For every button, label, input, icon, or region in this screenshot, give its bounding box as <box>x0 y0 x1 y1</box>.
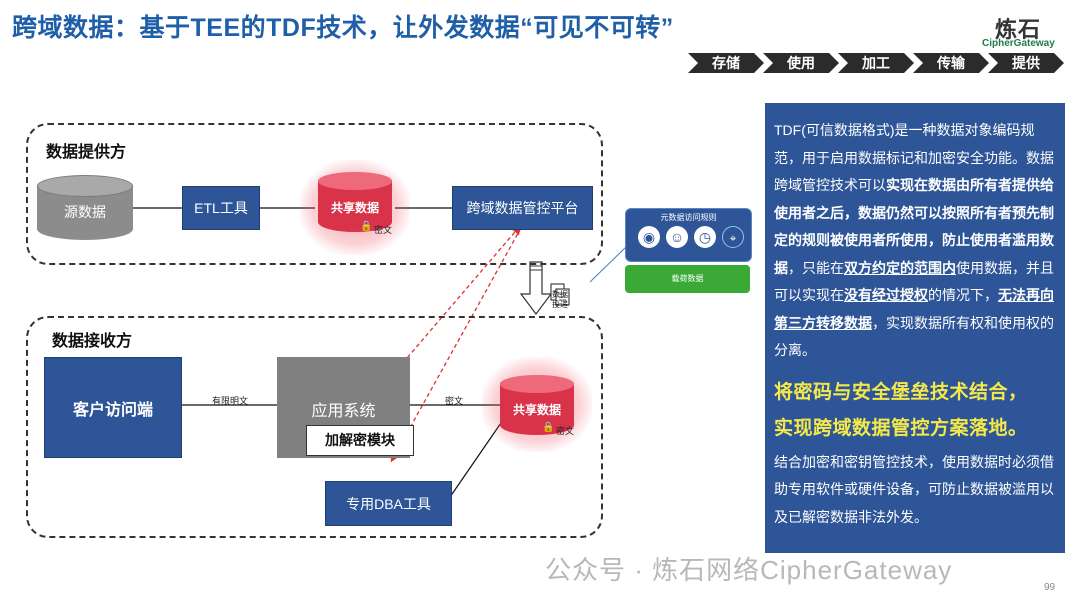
red-arrow-platform-dba <box>390 227 522 463</box>
clock-icon: ◷ <box>694 226 716 248</box>
provider-cipher-label: 密文 <box>374 225 393 235</box>
platform-box: 跨域数据管控平台 <box>452 186 593 230</box>
receiver-title: 数据接收方 <box>52 333 133 350</box>
info-panel: TDF(可信数据格式)是一种数据对象编码规范，用于启用数据标记和加密安全功能。数… <box>765 103 1065 553</box>
page-number: 99 <box>1044 582 1056 593</box>
receiver-shared-label: 共享数据 <box>512 403 561 417</box>
line-to-rules <box>589 246 627 283</box>
transfer-label-2: 投递 <box>552 300 568 309</box>
step-process: 加工 <box>838 53 914 73</box>
lock-icon: 🔒 <box>542 422 555 433</box>
step-storage: 存储 <box>688 53 764 73</box>
step-transfer: 传输 <box>913 53 989 73</box>
etl-tool-box: ETL工具 <box>182 186 260 230</box>
info-highlight: 将密码与安全堡垒技术结合， 实现跨域数据管控方案落地。 <box>774 375 1056 447</box>
transfer-label-1: 数据 <box>552 290 568 299</box>
crypto-module-box: 加解密模块 <box>306 425 414 456</box>
info-paragraph-1: TDF(可信数据格式)是一种数据对象编码规范，用于启用数据标记和加密安全功能。数… <box>774 122 1054 358</box>
provider-shared-label: 共享数据 <box>330 201 379 215</box>
face-scan-icon: ☺ <box>666 226 688 248</box>
location-icon: ⌖ <box>722 226 744 248</box>
logo-subtitle: CipherGateway <box>982 38 1055 49</box>
page-title: 跨域数据：基于TEE的TDF技术，让外发数据“可见不可转” <box>12 14 674 42</box>
app-system-label: 应用系统 <box>311 403 376 420</box>
lock-icon: 🔒 <box>360 221 373 232</box>
logo-text: 炼石 <box>995 17 1042 42</box>
payload-card: 载荷数据 <box>625 265 750 293</box>
rules-card: 元数据访问规则 ◉ ☺ ◷ ⌖ <box>625 208 752 262</box>
cipher-label: 密文 <box>445 396 464 406</box>
fingerprint-icon: ◉ <box>638 226 660 248</box>
rules-icons: ◉ ☺ ◷ ⌖ <box>638 226 744 256</box>
rules-title: 元数据访问规则 <box>660 213 717 222</box>
info-highlight-line-2: 实现跨域数据管控方案落地。 <box>774 417 1028 439</box>
dba-tool-box: 专用DBA工具 <box>325 481 452 526</box>
source-db-label: 源数据 <box>64 204 106 220</box>
step-provide: 提供 <box>988 53 1064 73</box>
client-box: 客户访问端 <box>44 357 182 458</box>
documents-icon <box>550 283 570 306</box>
receiver-panel <box>26 316 603 538</box>
transfer-down-arrow <box>519 261 553 315</box>
step-use: 使用 <box>763 53 839 73</box>
info-paragraph-3: 结合加密和密钥管控技术，使用数据时必须借助专用软件或硬件设备，可防止数据被滥用以… <box>774 453 1054 525</box>
provider-title: 数据提供方 <box>46 144 127 161</box>
plaintext-label: 有限明文 <box>212 396 249 406</box>
provider-panel <box>26 123 603 265</box>
watermark: 公众号 · 炼石网络CipherGateway <box>545 555 953 585</box>
info-highlight-line-1: 将密码与安全堡垒技术结合， <box>774 381 1028 403</box>
receiver-cipher-label: 密文 <box>556 426 575 436</box>
